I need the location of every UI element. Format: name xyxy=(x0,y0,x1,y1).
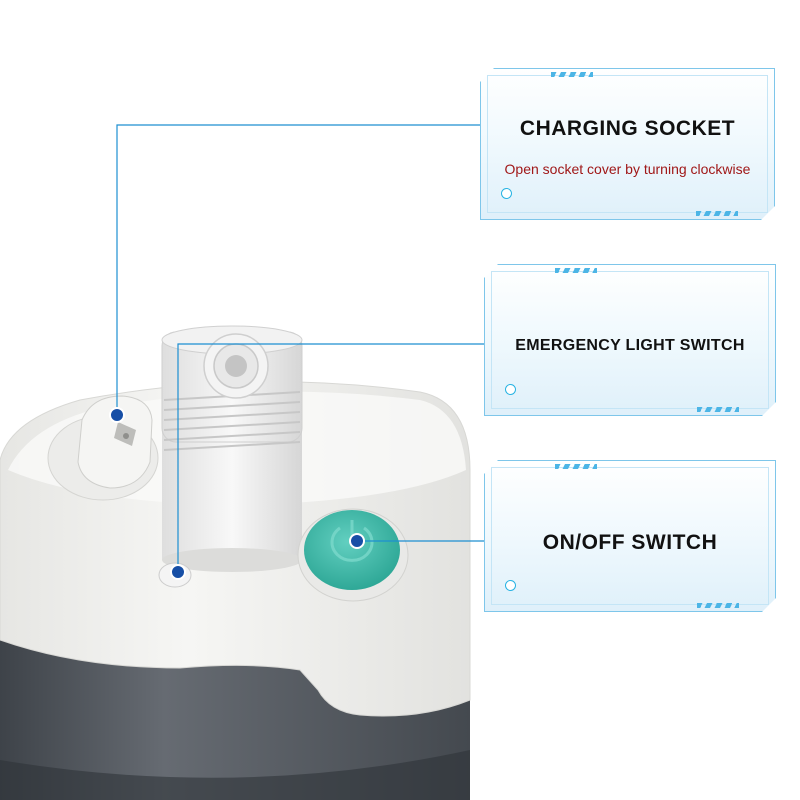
callout-accent-stripes xyxy=(696,211,738,216)
callout-subtitle: Open socket cover by turning clockwise xyxy=(504,161,751,177)
ring-icon xyxy=(505,384,516,395)
device-lower-shadow xyxy=(0,750,470,800)
callout-on-off-switch: ON/OFF SWITCH xyxy=(484,460,776,612)
marker-emergency-switch xyxy=(170,564,186,580)
ring-icon xyxy=(505,580,516,591)
on-off-button xyxy=(304,510,400,590)
callout-title: EMERGENCY LIGHT SWITCH xyxy=(515,337,745,354)
callout-accent-stripes xyxy=(551,72,593,77)
callout-title: CHARGING SOCKET xyxy=(519,117,736,140)
callout-title: ON/OFF SWITCH xyxy=(542,531,718,554)
socket-cover-hole xyxy=(123,433,129,439)
callout-accent-stripes xyxy=(555,464,597,469)
socket-neck xyxy=(162,430,302,560)
socket-threads xyxy=(163,391,301,451)
leader-line-charging-socket xyxy=(116,124,480,415)
marker-charging-socket xyxy=(109,407,125,423)
leader-line-emergency-switch xyxy=(177,343,484,572)
ring-icon xyxy=(501,188,512,199)
callout-charging-socket: CHARGING SOCKET Open socket cover by tur… xyxy=(480,68,775,220)
callout-accent-stripes xyxy=(555,268,597,273)
callout-accent-stripes xyxy=(697,407,739,412)
leader-lines xyxy=(116,124,484,572)
socket-neck-base xyxy=(162,548,302,572)
callout-accent-stripes xyxy=(697,603,739,608)
socket-cover-lever xyxy=(77,395,153,489)
socket-port-hole xyxy=(225,355,247,377)
marker-on-off-switch xyxy=(349,533,365,549)
callout-emergency-light-switch: EMERGENCY LIGHT SWITCH xyxy=(484,264,776,416)
